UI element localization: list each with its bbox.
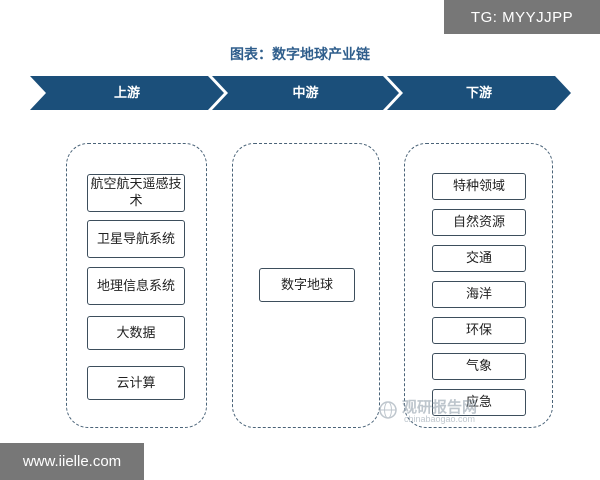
chevron-midstream [212,76,399,110]
watermark-logo-en: chinabaogao.com [404,414,476,424]
chevron-downstream [387,76,571,110]
watermark-logo: 观研报告网 chinabaogao.com [378,394,528,430]
watermark-bottom-left: www.iielle.com [0,443,144,480]
stage-label-upstream: 上游 [113,86,140,101]
downstream-node: 气象 [432,353,526,380]
stage-label-downstream: 下游 [465,86,492,101]
watermark-top-right: TG: MYYJJPP [444,0,600,34]
page-title: 图表：数字地球产业链 [230,47,370,63]
upstream-node: 卫星导航系统 [87,220,185,258]
downstream-node: 海洋 [432,281,526,308]
midstream-panel [232,143,380,428]
downstream-node: 应急 [432,389,526,416]
upstream-node: 地理信息系统 [87,267,185,305]
upstream-node: 航空航天遥感技术 [87,174,185,212]
chevron-upstream [30,76,224,110]
upstream-panel [66,143,207,428]
stage-label-midstream: 中游 [292,86,319,101]
upstream-node: 云计算 [87,366,185,400]
globe-icon [379,401,397,419]
midstream-node: 数字地球 [259,268,355,302]
downstream-panel [404,143,553,428]
downstream-node: 自然资源 [432,209,526,236]
watermark-logo-cn: 观研报告网 [402,398,478,416]
downstream-node: 特种领域 [432,173,526,200]
downstream-node: 交通 [432,245,526,272]
upstream-node: 大数据 [87,316,185,350]
downstream-node: 环保 [432,317,526,344]
